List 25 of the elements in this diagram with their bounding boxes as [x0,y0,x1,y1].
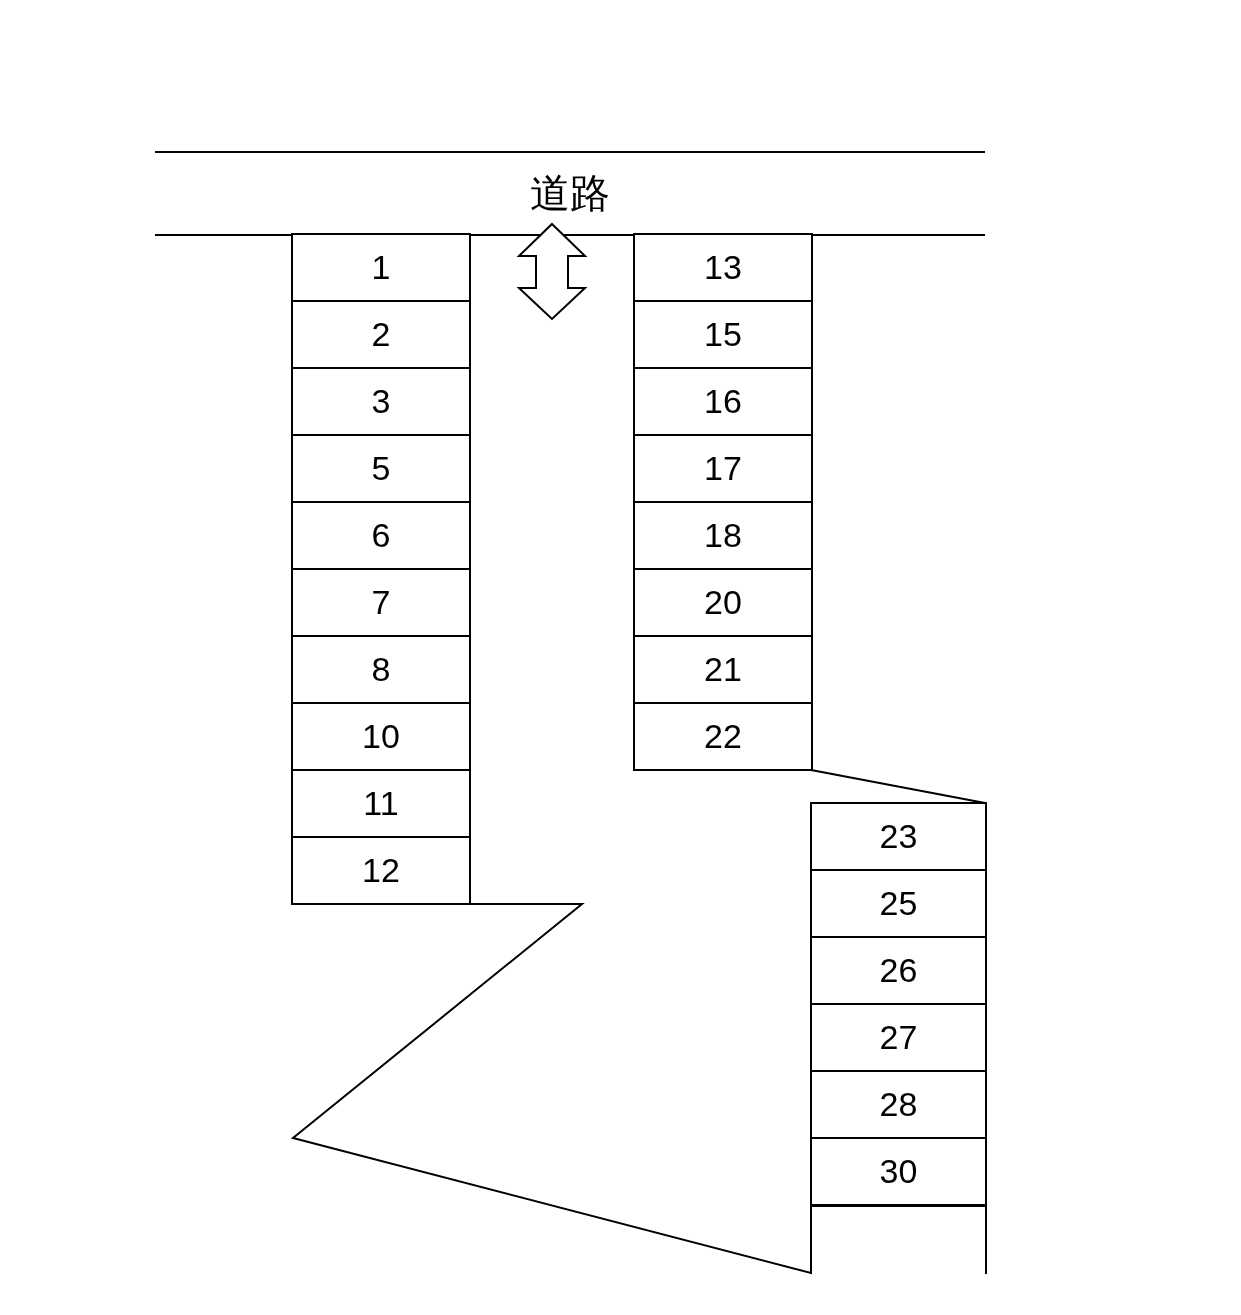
parking-space: 6 [291,501,471,570]
parking-space: 26 [810,936,987,1005]
empty-parking-space [810,1205,987,1274]
parking-space: 30 [810,1137,987,1206]
parking-space: 15 [633,300,813,369]
parking-space: 12 [291,836,471,905]
parking-space: 3 [291,367,471,436]
parking-space: 7 [291,568,471,637]
parking-space: 23 [810,802,987,871]
parking-space: 25 [810,869,987,938]
parking-space: 22 [633,702,813,771]
parking-space: 27 [810,1003,987,1072]
parking-space: 5 [291,434,471,503]
parking-space: 18 [633,501,813,570]
parking-space: 13 [633,233,813,302]
parking-space: 8 [291,635,471,704]
parking-space: 10 [291,702,471,771]
parking-space: 2 [291,300,471,369]
parking-space: 17 [633,434,813,503]
parking-space: 21 [633,635,813,704]
parking-space: 1 [291,233,471,302]
parking-space: 20 [633,568,813,637]
parking-space: 11 [291,769,471,838]
parking-space: 16 [633,367,813,436]
parking-space: 28 [810,1070,987,1139]
